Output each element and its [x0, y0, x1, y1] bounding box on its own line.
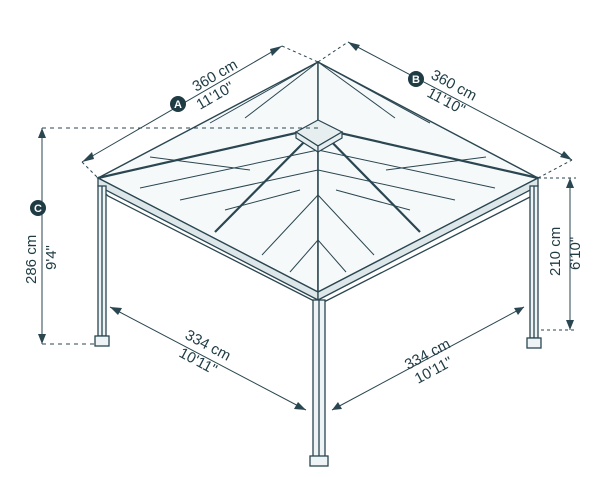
dimension-arrows [38, 42, 574, 410]
roof-vent [294, 119, 344, 154]
dim-base-right-line [331, 306, 525, 411]
badge-b-label: B [412, 74, 420, 86]
posts [94, 185, 542, 467]
dim-c-imperial: 9'4" [43, 245, 60, 270]
dim-base-left-line [109, 306, 307, 411]
post-left-foot [94, 335, 110, 347]
badge-a-label: A [174, 99, 182, 111]
badge-a: A [170, 96, 186, 112]
dim-c-metric: 286 cm [23, 235, 40, 284]
roof [95, 60, 541, 294]
post-front-foot [309, 455, 329, 467]
roof-rafters [97, 61, 539, 292]
post-right-foot [526, 337, 542, 349]
dim-wall-height-imperial: 6'10" [567, 237, 584, 270]
badge-c-label: C [34, 203, 42, 215]
badge-c: C [30, 200, 46, 216]
badge-b: B [408, 71, 424, 87]
dim-b-line [347, 41, 573, 161]
dim-wall-height-metric: 210 cm [547, 227, 564, 276]
